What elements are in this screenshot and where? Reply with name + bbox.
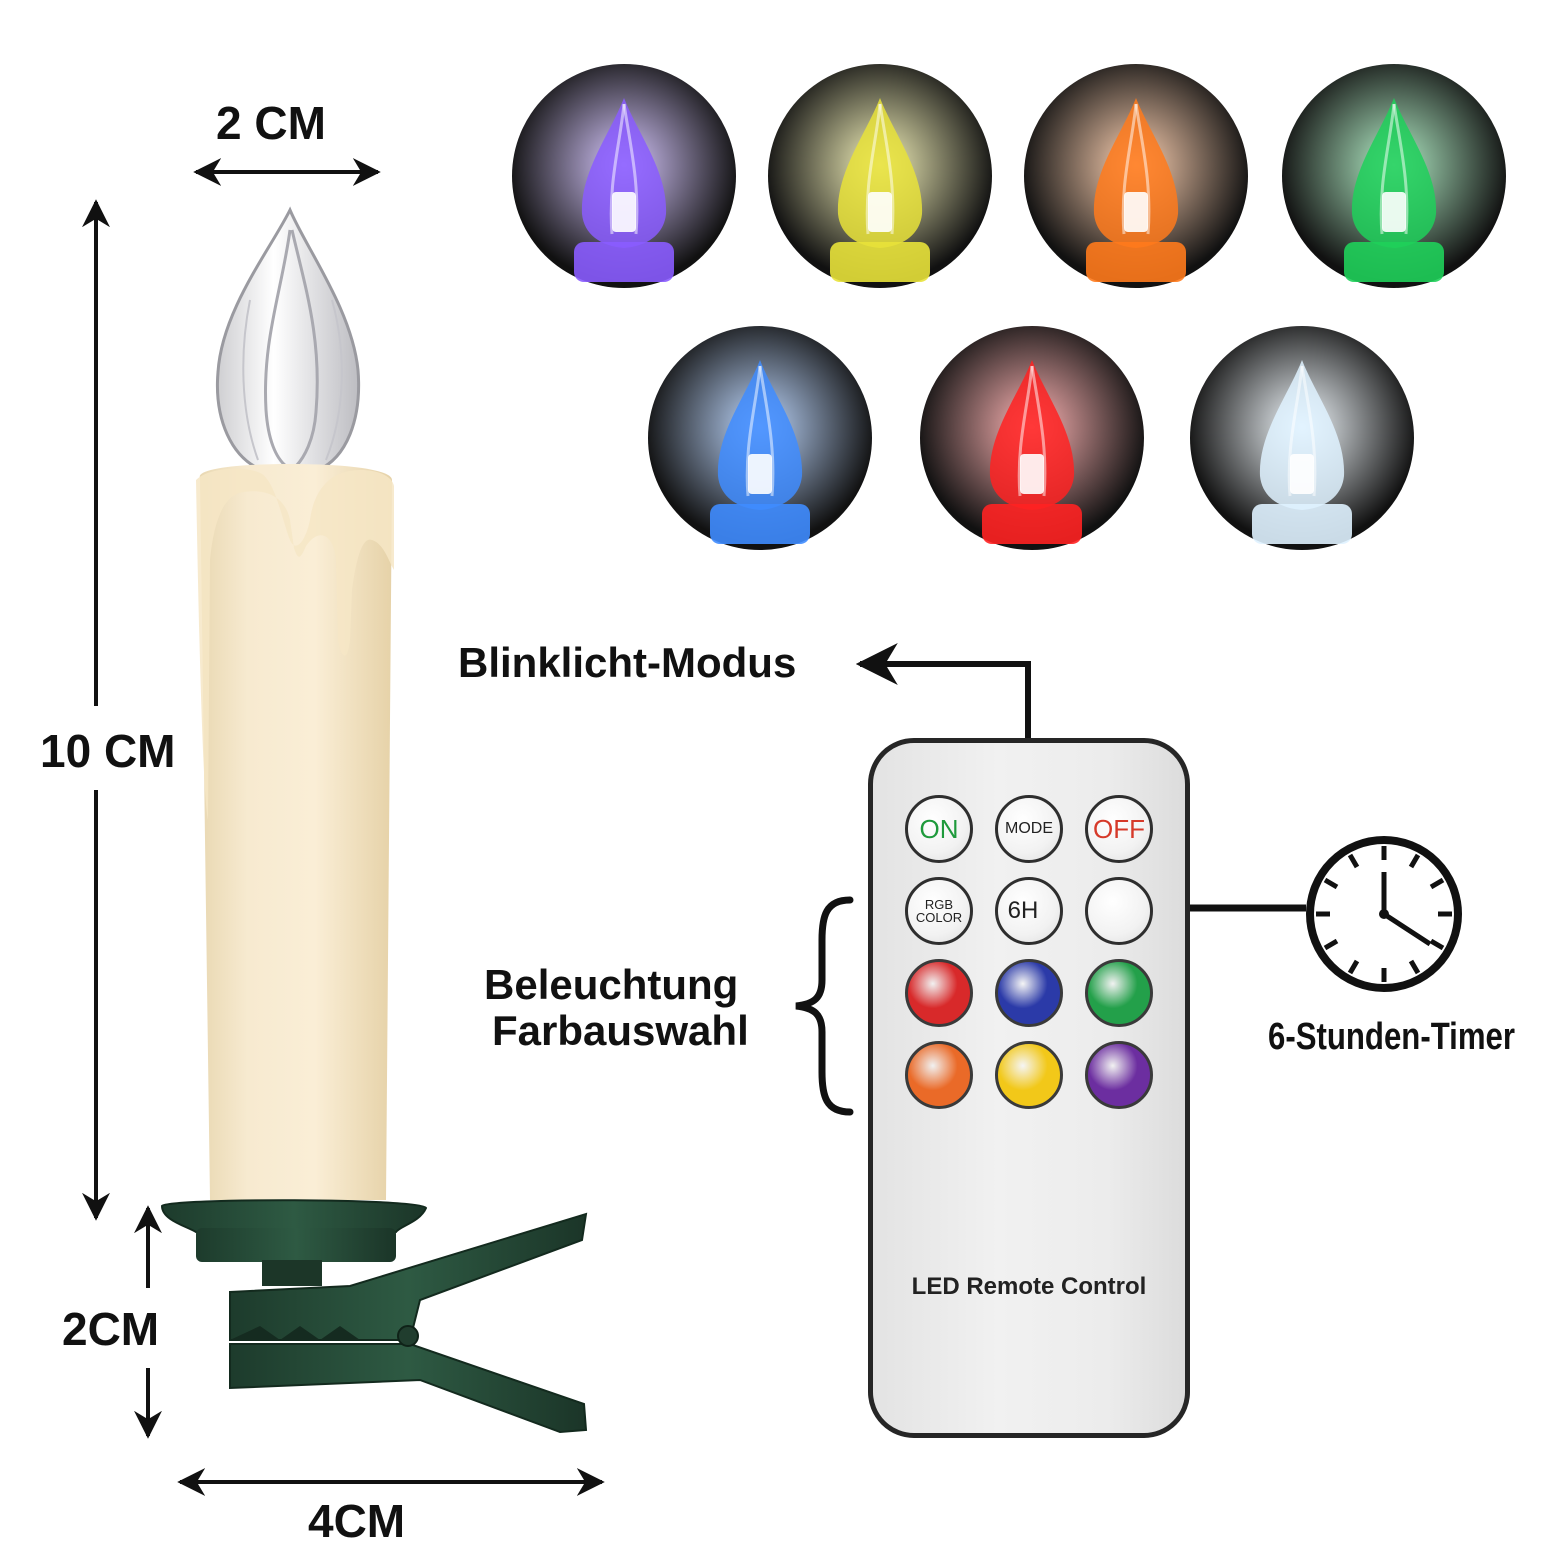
clock-icon xyxy=(1306,836,1462,992)
remote-control: ON MODE OFF RGB COLOR 6H LED Remote Cont… xyxy=(868,738,1190,1438)
bulb-flame-icon xyxy=(982,360,1082,544)
bulb-flame-icon xyxy=(710,360,810,544)
on-button-label: ON xyxy=(919,813,959,844)
mode-button-label: MODE xyxy=(1005,820,1053,837)
timer-label: 6-Stunden-Timer xyxy=(1268,1016,1515,1058)
color-select-label-line1: Beleuchtung xyxy=(484,961,739,1008)
rgb-button-label-line1: RGB xyxy=(924,897,954,912)
timer-button-label: 6H xyxy=(1007,897,1039,924)
mode-button[interactable]: MODE xyxy=(995,795,1063,863)
flash-mode-label: Blinklicht-Modus xyxy=(458,639,797,686)
remote-title: LED Remote Control xyxy=(911,1273,1147,1300)
bulb-white xyxy=(1190,326,1414,550)
on-button[interactable]: ON xyxy=(905,795,973,863)
bulb-yellow xyxy=(768,64,992,288)
dimension-width-bottom-label: 4CM xyxy=(308,1495,406,1547)
color-button-orange[interactable] xyxy=(905,1041,973,1109)
color-select-brace xyxy=(795,896,854,1116)
bulb-flame-icon xyxy=(1252,360,1352,544)
color-button-yellow[interactable] xyxy=(995,1041,1063,1109)
color-button-purple[interactable] xyxy=(1085,1041,1153,1109)
bulb-flame-icon xyxy=(1344,98,1444,282)
rgb-button-label-line2: COLOR xyxy=(915,910,963,925)
dimension-clip-height-label: 2CM xyxy=(62,1303,160,1355)
rgb-color-button[interactable]: RGB COLOR xyxy=(905,877,973,945)
color-button-green[interactable] xyxy=(1085,959,1153,1027)
candle-body xyxy=(196,464,394,1200)
dimension-width-top-label: 2 CM xyxy=(216,97,326,149)
dimension-height-label: 10 CM xyxy=(40,725,176,777)
bulb-red xyxy=(920,326,1144,550)
bulb-purple xyxy=(512,64,736,288)
off-button[interactable]: OFF xyxy=(1085,795,1153,863)
color-button-blue[interactable] xyxy=(995,959,1063,1027)
bulb-flame-icon xyxy=(1086,98,1186,282)
white-light-button[interactable] xyxy=(1085,877,1153,945)
bulb-flame-icon xyxy=(830,98,930,282)
bulb-green xyxy=(1282,64,1506,288)
timer-6h-button[interactable]: 6H xyxy=(995,877,1063,945)
bulb-blue xyxy=(648,326,872,550)
candle-clip xyxy=(160,1199,588,1434)
candle-flame xyxy=(215,206,361,472)
bulb-orange xyxy=(1024,64,1248,288)
color-button-red[interactable] xyxy=(905,959,973,1027)
off-button-label: OFF xyxy=(1093,813,1145,844)
bulb-flame-icon xyxy=(574,98,674,282)
color-select-label-line2: Farbauswahl xyxy=(492,1007,749,1054)
